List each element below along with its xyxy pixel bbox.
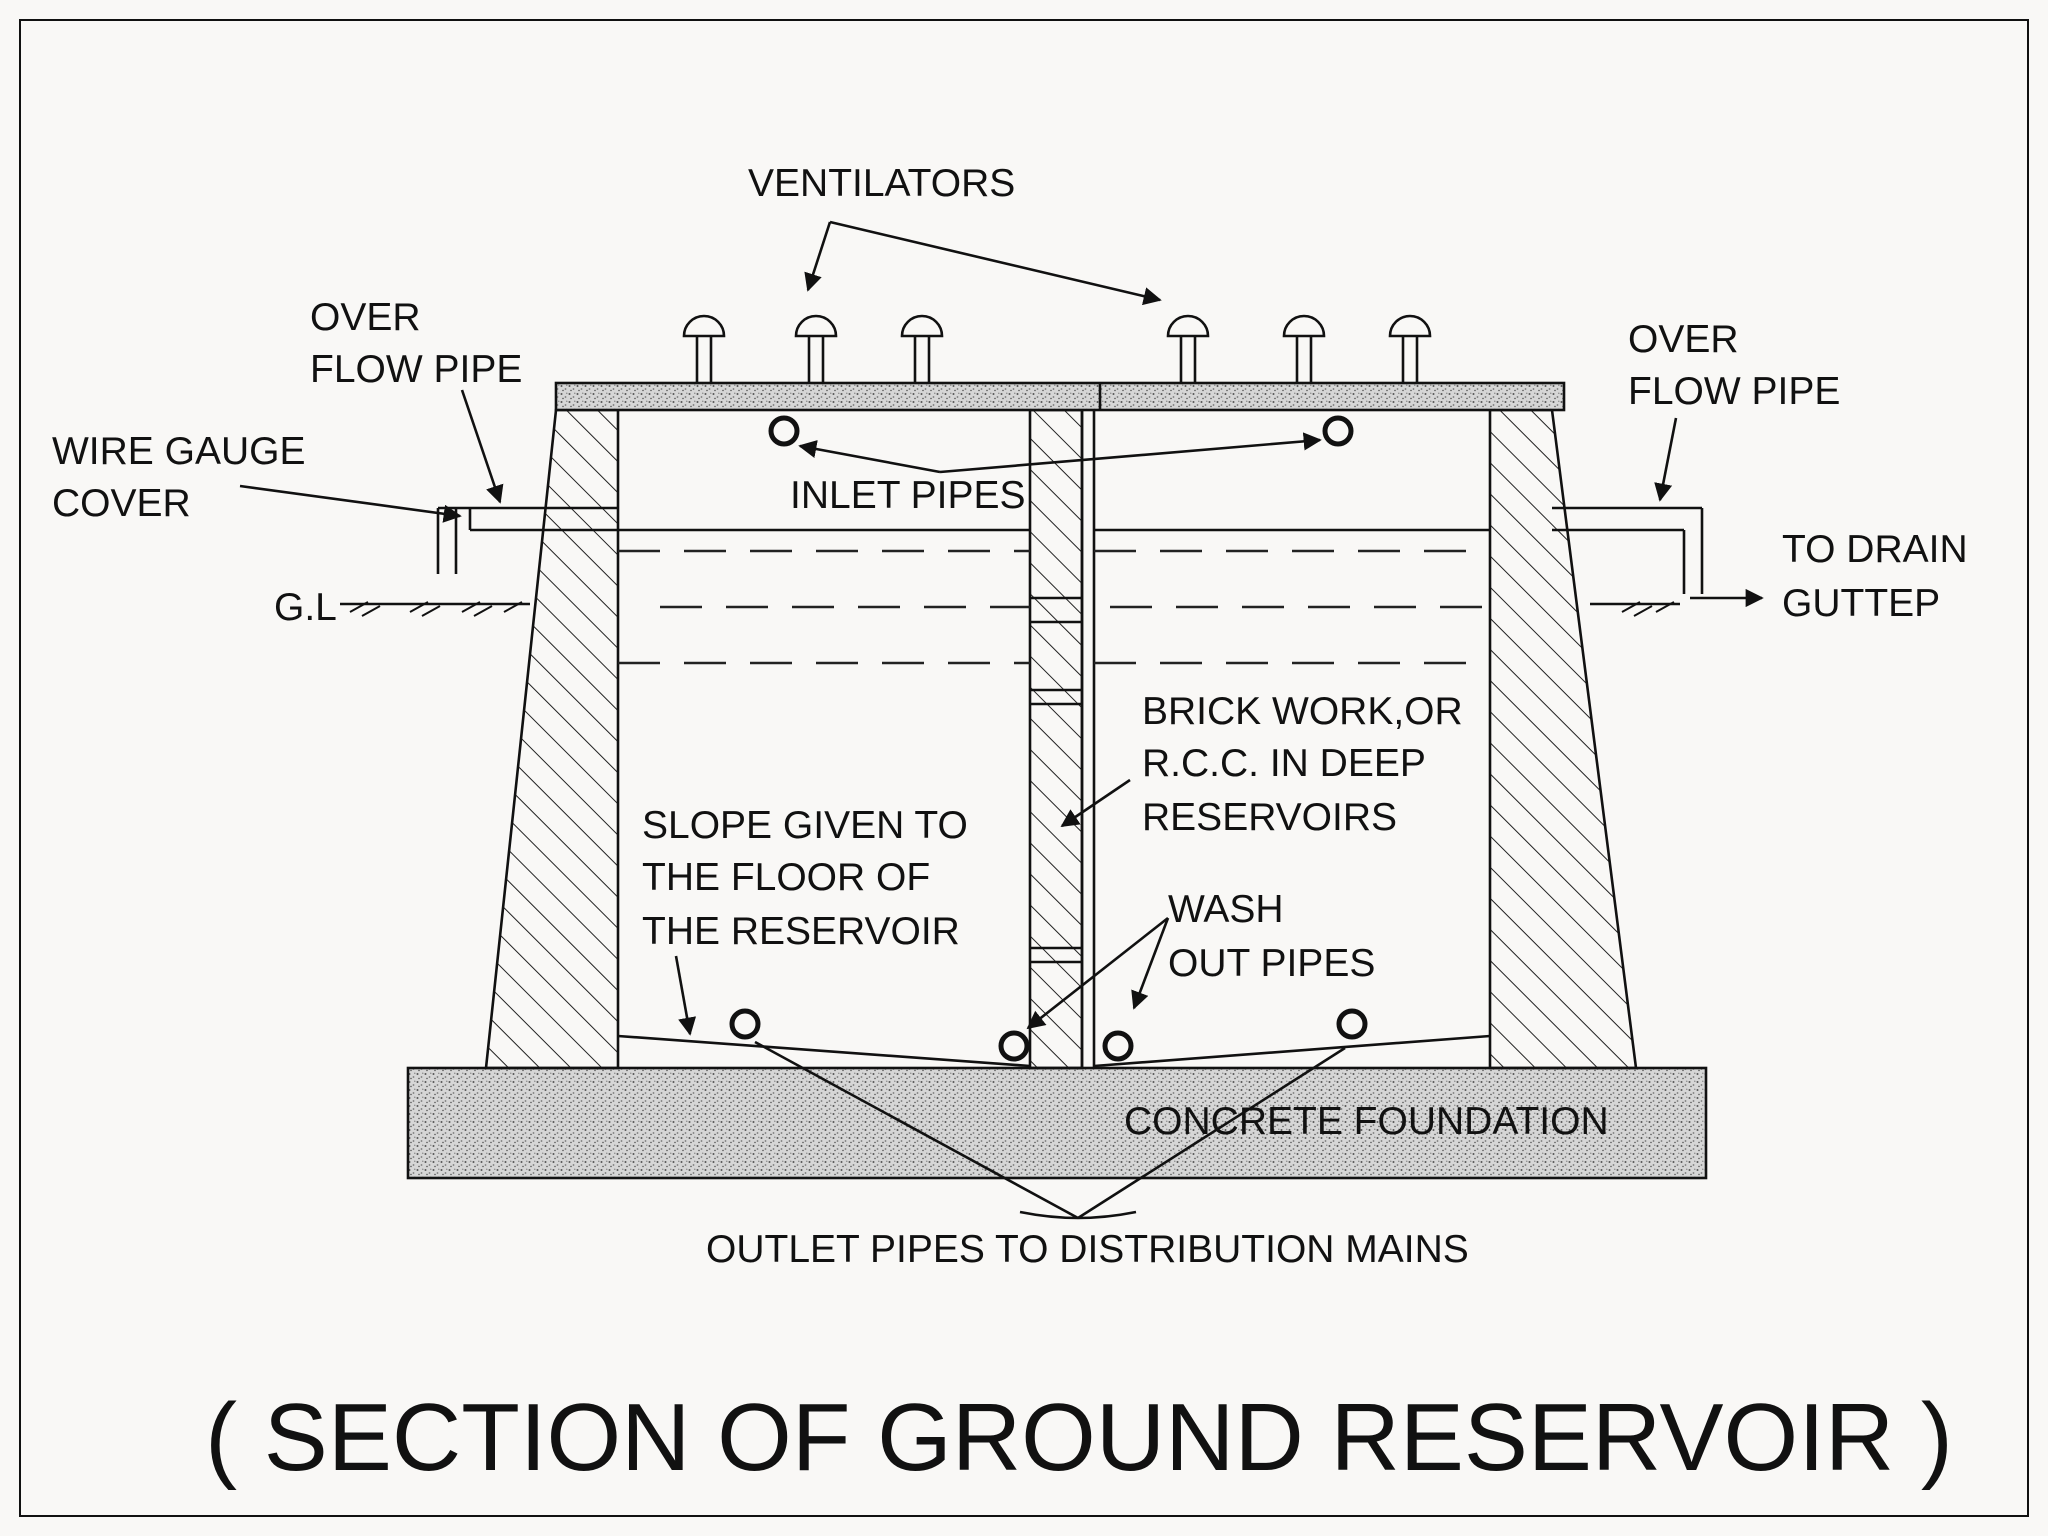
inlet-pipe-circles xyxy=(768,415,1354,447)
label-drain-1: TO DRAIN xyxy=(1782,528,1968,571)
right-sloped-floor xyxy=(1093,1034,1491,1068)
label-ground-level: G.L xyxy=(274,586,337,629)
label-wire-gauge-2: COVER xyxy=(52,482,191,525)
label-brick-2: R.C.C. IN DEEP xyxy=(1142,742,1426,785)
label-foundation: CONCRETE FOUNDATION xyxy=(1124,1100,1609,1143)
label-slope-3: THE RESERVOIR xyxy=(642,910,960,953)
label-overflow-right-1: OVER xyxy=(1628,318,1739,361)
concrete-foundation-slab xyxy=(406,1066,1708,1180)
label-brick-1: BRICK WORK,OR xyxy=(1142,690,1463,733)
label-drain-2: GUTTEP xyxy=(1782,582,1940,625)
label-wash-2: OUT PIPES xyxy=(1168,942,1375,985)
label-overflow-left-2: FLOW PIPE xyxy=(310,348,522,391)
page-title: ( SECTION OF GROUND RESERVOIR ) xyxy=(205,1384,1953,1491)
left-sloped-floor xyxy=(617,1034,1031,1068)
label-slope-2: THE FLOOR OF xyxy=(642,856,930,899)
water-level-lines xyxy=(618,549,1490,665)
ventilator-group xyxy=(682,314,1432,383)
partition-wall xyxy=(1028,408,1084,1070)
label-slope-1: SLOPE GIVEN TO xyxy=(642,804,968,847)
outlet-and-washout-circles xyxy=(729,1008,1368,1062)
label-ventilators: VENTILATORS xyxy=(748,162,1015,205)
label-brick-3: RESERVOIRS xyxy=(1142,796,1397,839)
label-overflow-right-2: FLOW PIPE xyxy=(1628,370,1840,413)
partition-steps xyxy=(1030,596,1082,964)
label-overflow-left-1: OVER xyxy=(310,296,421,339)
label-wash-1: WASH xyxy=(1168,888,1284,931)
roof-slab xyxy=(554,381,1566,412)
ground-level-marks xyxy=(340,601,1680,617)
callout-labels: VENTILATORS OVER FLOW PIPE WIRE GAUGE CO… xyxy=(52,162,1968,1271)
label-wire-gauge-1: WIRE GAUGE xyxy=(52,430,306,473)
label-inlet-pipes: INLET PIPES xyxy=(790,474,1026,517)
leader-lines xyxy=(239,220,1764,1220)
overflow-pipe-right xyxy=(1552,506,1704,594)
label-outlet: OUTLET PIPES TO DISTRIBUTION MAINS xyxy=(706,1228,1469,1271)
drawing-border xyxy=(19,19,2029,1517)
